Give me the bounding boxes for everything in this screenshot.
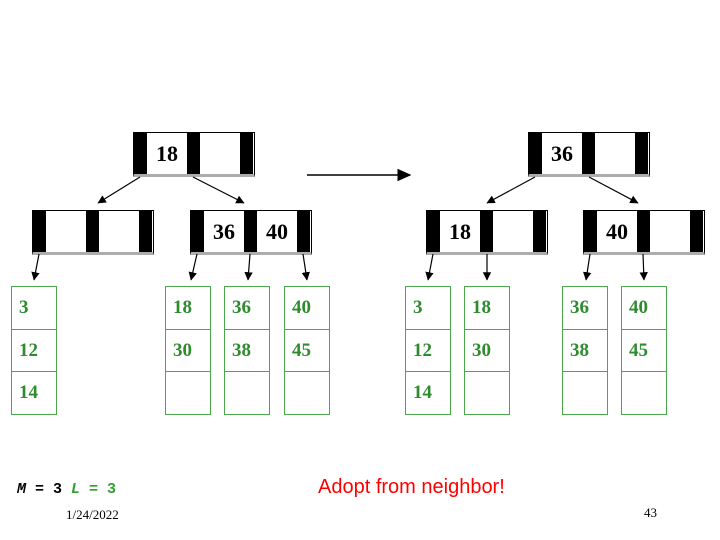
key-cell: 18 — [449, 218, 471, 244]
right-tree-leaf-4: 40 45 — [621, 286, 667, 415]
key-cell — [493, 211, 533, 252]
edge-arrow — [639, 253, 648, 281]
left-tree-internal-left-node — [32, 210, 154, 255]
edge-arrow — [588, 176, 639, 204]
key-cell: 40 — [266, 218, 288, 244]
leaf-cell: 30 — [165, 328, 211, 373]
leaf-cell — [165, 371, 211, 415]
right-tree-leaf-2: 18 30 — [464, 286, 510, 415]
left-tree-internal-right-node: 36 40 — [190, 210, 312, 255]
edge-arrow — [244, 253, 253, 281]
edge-arrow — [301, 253, 310, 281]
param-l-value: = 3 — [80, 481, 117, 498]
leaf-cell — [562, 371, 608, 415]
leaf-cell: 30 — [464, 328, 510, 373]
param-m-variable: M — [17, 481, 27, 498]
key-cell: 36 — [551, 140, 573, 166]
key-cell — [46, 211, 86, 252]
leaf-cell: 45 — [284, 328, 330, 373]
pointer-bar — [480, 211, 493, 252]
leaf-cell: 36 — [562, 286, 608, 330]
leaf-cell — [621, 371, 667, 415]
pointer-bar — [240, 133, 253, 174]
leaf-cell: 18 — [464, 286, 510, 330]
key-cell: 18 — [156, 140, 178, 166]
footer-page-number: 43 — [644, 505, 657, 520]
edge-arrow — [97, 176, 141, 204]
left-tree-leaf-4: 40 45 — [284, 286, 330, 415]
leaf-cell — [284, 371, 330, 415]
leaf-cell: 36 — [224, 286, 270, 330]
edge-arrow — [188, 253, 198, 281]
left-tree-leaf-1: 3 12 14 — [11, 286, 57, 415]
key-cell — [200, 133, 240, 174]
pointer-bar — [529, 133, 542, 174]
param-l-variable: L — [71, 481, 81, 498]
leaf-cell: 40 — [621, 286, 667, 330]
leaf-cell: 18 — [165, 286, 211, 330]
pointer-bar — [533, 211, 546, 252]
leaf-cell — [224, 371, 270, 415]
pointer-bar — [584, 211, 597, 252]
pointer-bar — [637, 211, 650, 252]
right-tree-root-node: 36 — [528, 132, 650, 177]
pointer-bar — [297, 211, 310, 252]
key-cell — [99, 211, 139, 252]
pointer-bar — [139, 211, 152, 252]
right-tree-internal-right-node: 40 — [583, 210, 705, 255]
leaf-cell: 12 — [405, 328, 451, 373]
right-tree-leaf-1: 3 12 14 — [405, 286, 451, 415]
left-tree-leaf-2: 18 30 — [165, 286, 211, 415]
key-cell — [595, 133, 635, 174]
key-cell — [650, 211, 690, 252]
leaf-cell: 45 — [621, 328, 667, 373]
param-m-value: = 3 — [26, 481, 63, 498]
pointer-bar — [191, 211, 204, 252]
leaf-cell: 40 — [284, 286, 330, 330]
pointer-bar — [33, 211, 46, 252]
leaf-cell: 38 — [562, 328, 608, 373]
pointer-bar — [427, 211, 440, 252]
left-tree-leaf-3: 36 38 — [224, 286, 270, 415]
edge-arrow — [192, 176, 245, 204]
slide-caption: Adopt from neighbor! — [318, 476, 505, 498]
footer-date: 1/24/2022 — [66, 507, 119, 522]
left-tree-root-node: 18 — [133, 132, 255, 177]
edge-arrow — [486, 176, 536, 204]
leaf-cell: 14 — [405, 371, 451, 415]
pointer-bar — [86, 211, 99, 252]
right-tree-leaf-3: 36 38 — [562, 286, 608, 415]
edge-arrow — [31, 253, 40, 281]
leaf-cell: 12 — [11, 328, 57, 373]
key-cell: 40 — [606, 218, 628, 244]
edge-arrow — [425, 253, 434, 281]
pointer-bar — [635, 133, 648, 174]
leaf-cell: 3 — [11, 286, 57, 330]
pointer-bar — [690, 211, 703, 252]
leaf-cell: 3 — [405, 286, 451, 330]
edge-arrow — [583, 253, 592, 281]
pointer-bar — [187, 133, 200, 174]
key-cell: 36 — [213, 218, 235, 244]
leaf-cell — [464, 371, 510, 415]
leaf-cell: 38 — [224, 328, 270, 373]
pointer-bar — [582, 133, 595, 174]
pointer-bar — [134, 133, 147, 174]
right-tree-internal-left-node: 18 — [426, 210, 548, 255]
leaf-cell: 14 — [11, 371, 57, 415]
pointer-bar — [244, 211, 257, 252]
